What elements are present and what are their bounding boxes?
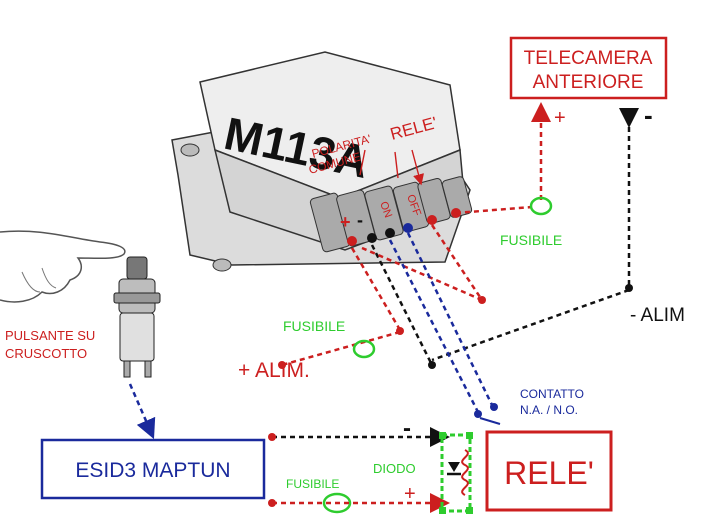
button-label-line2: CRUSCOTTO	[5, 346, 87, 361]
fuse-top-icon	[529, 196, 553, 216]
diode-label: DIODO	[373, 461, 416, 476]
contact-node-2	[490, 403, 498, 411]
esid3-label: ESID3 MAPTUN	[75, 459, 230, 482]
wire-plus-alim	[281, 330, 401, 367]
contact-label-line2: N.A. / N.O.	[520, 403, 578, 417]
wire-on-contact	[388, 239, 480, 413]
pin-rele-1	[427, 215, 437, 225]
fuse-mid-icon	[352, 339, 376, 359]
wire-plus-pin	[350, 247, 402, 331]
camera-box: TELECAMERA ANTERIORE	[509, 36, 668, 100]
fuse-bottom-label: FUSIBILE	[286, 477, 339, 491]
pin-minus	[367, 233, 377, 243]
pin-on-label: ON	[377, 200, 394, 220]
wire-alim-minus	[431, 288, 630, 362]
pin-plus	[347, 236, 357, 246]
wire-rele-to-fuse	[455, 205, 533, 215]
camera-label-line1: TELECAMERA	[524, 48, 653, 69]
fuse-top-label: FUSIBILE	[500, 232, 562, 248]
fuse-bottom-icon	[322, 492, 352, 514]
fuse-mid-label: FUSIBILE	[283, 318, 345, 334]
relay-label: RELE'	[504, 455, 594, 491]
pin-minus-label: -	[357, 210, 363, 230]
pin-pointer-arrows	[359, 149, 420, 180]
relay-plus-label: +	[404, 483, 416, 505]
esid3-box: ESID3 MAPTUN	[40, 438, 266, 500]
wire-minus-pin	[370, 244, 434, 366]
wire-button-to-esid	[128, 383, 156, 440]
push-button-icon	[113, 256, 161, 378]
relay-box: RELE'	[485, 430, 613, 512]
contact-label-line1: CONTATTO	[520, 387, 584, 401]
pin-on	[385, 228, 395, 238]
diode-icon	[439, 432, 473, 514]
alim-plus-label: + ALIM.	[238, 359, 310, 382]
pin-off	[403, 223, 413, 233]
camera-label-line2: ANTERIORE	[533, 72, 644, 93]
camera-plus-label: +	[554, 107, 566, 129]
contact-node-1	[474, 410, 482, 418]
pin-plus-label: +	[340, 212, 351, 232]
camera-minus-label: -	[644, 100, 653, 130]
relay-coil-icon	[461, 449, 469, 496]
button-label-line1: PULSANTE SU	[5, 328, 95, 343]
wire-off-contact	[406, 232, 494, 406]
alim-minus-label: - ALIM	[630, 305, 685, 326]
hand-illustration	[0, 230, 126, 303]
relay-minus-label: -	[403, 415, 411, 442]
